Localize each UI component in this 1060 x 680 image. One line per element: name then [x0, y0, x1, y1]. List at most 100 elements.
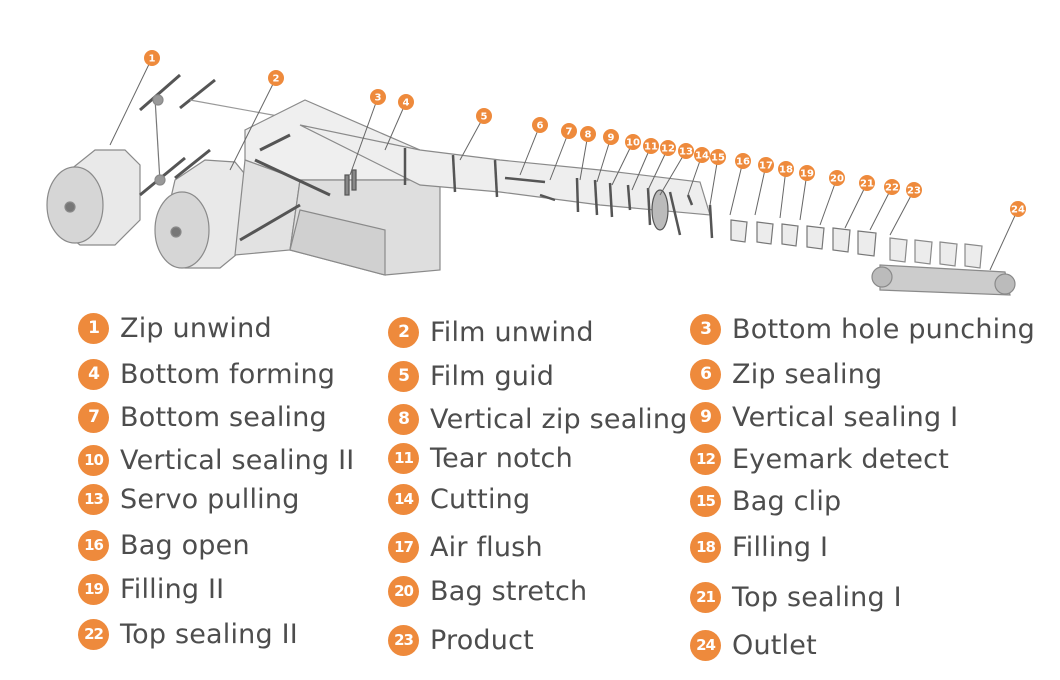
- step-label: Tear notch: [430, 442, 573, 474]
- bags: [730, 219, 877, 257]
- legend-item: 7 Bottom sealing: [78, 400, 327, 434]
- diagram-callout: 15: [709, 149, 726, 206]
- callout-badge: [476, 108, 492, 124]
- step-label: Eyemark detect: [732, 443, 949, 475]
- diagram-callout: 20: [819, 170, 845, 226]
- diagram-callout: 12: [647, 140, 676, 191]
- callout-leader-line: [844, 182, 868, 229]
- callout-badge: [1010, 201, 1026, 217]
- step-label: Zip sealing: [732, 358, 883, 390]
- film-web: [299, 124, 711, 216]
- step-number-badge: 9: [690, 401, 721, 433]
- callout-leader-line: [519, 124, 541, 176]
- step-label: Product: [430, 624, 534, 656]
- legend-item: 22 Top sealing II: [78, 617, 298, 651]
- callout-badge: [859, 175, 875, 191]
- callout-number: 20: [830, 174, 844, 185]
- callout-badge: [799, 165, 815, 181]
- callout-badge: [829, 170, 845, 186]
- legend-item: 5 Film guid: [388, 359, 554, 393]
- step-number-badge: 20: [388, 575, 419, 607]
- diagram-callout: 4: [384, 94, 414, 151]
- step-number-badge: 11: [388, 442, 419, 474]
- callout-badge: [625, 134, 641, 150]
- step-label: Zip unwind: [120, 312, 272, 344]
- step-number-badge: 19: [78, 573, 109, 605]
- step-number-badge: 14: [388, 483, 419, 515]
- servo-roller: [651, 189, 669, 231]
- callout-leader-line: [779, 168, 787, 219]
- step-label: Vertical sealing II: [120, 444, 355, 476]
- callout-badge: [580, 126, 596, 142]
- step-number-badge: 15: [690, 485, 721, 517]
- step-label: Film guid: [430, 360, 555, 392]
- step-number-badge: 24: [690, 629, 721, 661]
- callout-badge: [398, 94, 414, 110]
- callout-badge: [778, 161, 794, 177]
- diagram-callout: 19: [799, 165, 815, 221]
- zip-roll: [46, 73, 186, 246]
- callout-badge: [735, 153, 751, 169]
- step-number-badge: 18: [690, 531, 721, 563]
- film-roll: [154, 78, 301, 269]
- callout-badge: [906, 182, 922, 198]
- callout-badge: [370, 89, 386, 105]
- step-label: Servo pulling: [120, 483, 300, 515]
- diagram-callout: 1: [109, 50, 160, 146]
- callout-number: 22: [885, 183, 899, 194]
- callout-badge: [532, 117, 548, 133]
- legend-item: 24 Outlet: [690, 628, 817, 662]
- callout-number: 1: [149, 54, 156, 65]
- callout-number: 19: [800, 169, 814, 180]
- callout-badge: [561, 123, 577, 139]
- callout-number: 6: [537, 121, 544, 132]
- step-label: Vertical zip sealing: [430, 403, 688, 435]
- legend-item: 11 Tear notch: [388, 441, 573, 475]
- step-number-badge: 7: [78, 401, 109, 433]
- callout-badge: [603, 129, 619, 145]
- diagram-callout: 23: [889, 182, 922, 236]
- diagram-callout: 16: [729, 153, 751, 216]
- callout-number: 15: [711, 153, 725, 164]
- diagram-callout: 14: [687, 147, 710, 196]
- step-number-badge: 22: [78, 618, 109, 650]
- callout-number: 23: [907, 186, 921, 197]
- step-number-badge: 17: [388, 531, 419, 563]
- step-number-badge: 5: [388, 360, 419, 392]
- step-number-badge: 6: [690, 358, 721, 390]
- diagram-callout: 18: [778, 161, 794, 219]
- diagram-callout: 13: [659, 143, 694, 196]
- step-number-badge: 13: [78, 483, 109, 515]
- diagram-callout: 5: [459, 108, 492, 161]
- callout-number: 13: [679, 147, 693, 158]
- step-label: Outlet: [732, 629, 817, 661]
- diagram-callout: 17: [754, 157, 774, 216]
- callout-number: 2: [273, 74, 280, 85]
- legend-item: 13 Servo pulling: [78, 482, 300, 516]
- callout-number: 3: [375, 93, 382, 104]
- step-label: Air flush: [430, 531, 543, 563]
- step-number-badge: 3: [690, 313, 721, 345]
- callout-number: 24: [1011, 205, 1025, 216]
- callout-leader-line: [109, 57, 153, 146]
- callout-badge: [643, 138, 659, 154]
- step-number-badge: 8: [388, 403, 419, 435]
- step-label: Film unwind: [430, 316, 594, 348]
- callout-number: 17: [759, 161, 773, 172]
- diagram-callout: 6: [519, 117, 548, 176]
- step-number-badge: 10: [78, 444, 109, 476]
- callout-number: 4: [403, 98, 410, 109]
- callout-badge: [694, 147, 710, 163]
- callout-number: 5: [481, 112, 488, 123]
- step-label: Top sealing II: [120, 618, 298, 650]
- step-label: Bottom sealing: [120, 401, 327, 433]
- callout-leader-line: [549, 130, 570, 181]
